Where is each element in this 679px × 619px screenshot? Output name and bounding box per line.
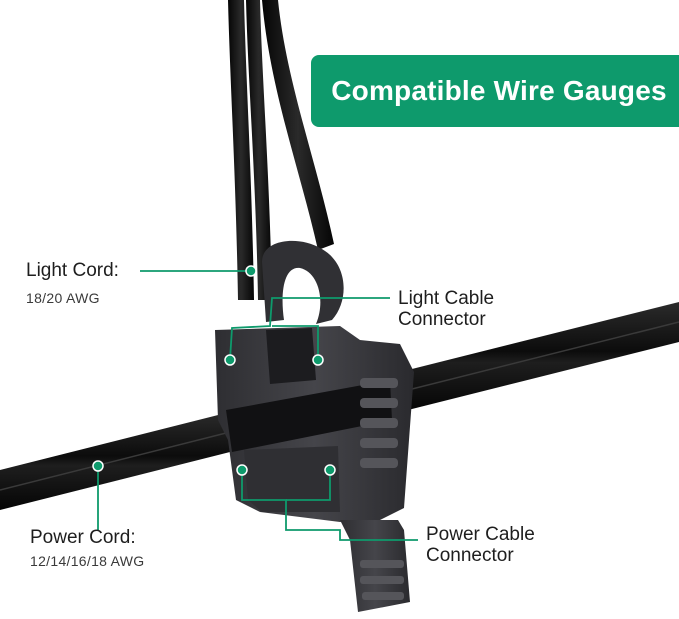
light-cord-spec: 18/20 AWG (26, 290, 100, 306)
power-cord-label: Power Cord: (30, 527, 136, 548)
light-connector-label-line2: Connector (398, 309, 486, 330)
callout-lines (97, 270, 418, 541)
title-badge: Compatible Wire Gauges (311, 55, 679, 127)
light-cord-label: Light Cord: (26, 260, 119, 281)
connector-body (215, 240, 414, 612)
callout-dots (92, 265, 336, 476)
light-connector-label-line1: Light Cable (398, 288, 495, 309)
page-title: Compatible Wire Gauges (331, 75, 667, 106)
power-cord-spec: 12/14/16/18 AWG (30, 553, 145, 569)
power-cord (0, 302, 679, 510)
power-connector-label-line1: Power Cable (426, 524, 535, 545)
light-cord (228, 0, 334, 300)
power-connector-label-line2: Connector (426, 545, 514, 566)
